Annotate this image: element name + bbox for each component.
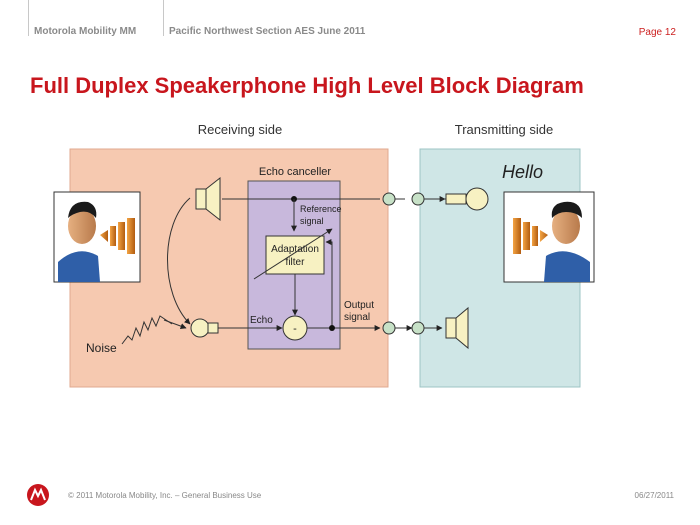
noise-label: Noise bbox=[86, 341, 117, 355]
acoustic-echo-path bbox=[167, 197, 191, 325]
subtractor-symbol: - bbox=[293, 323, 297, 335]
receive-mic-icon bbox=[190, 318, 219, 338]
noise-arrow bbox=[163, 319, 187, 329]
hello-label: Hello bbox=[502, 162, 543, 182]
reference-signal-line1: Reference bbox=[300, 204, 342, 214]
output-tap-dot bbox=[329, 325, 335, 331]
transmit-mic-icon bbox=[445, 187, 489, 211]
adaptation-filter-box bbox=[265, 235, 325, 275]
header-divider-left bbox=[28, 0, 29, 36]
header-divider-middle bbox=[163, 0, 164, 36]
slide-title: Full Duplex Speakerphone High Level Bloc… bbox=[30, 73, 584, 98]
person-right-image bbox=[503, 191, 595, 283]
block-diagram: Receiving side Transmitting side Echo ca… bbox=[53, 122, 595, 388]
person-left-image bbox=[53, 191, 141, 283]
error-feedback-line bbox=[325, 239, 333, 328]
noise-zigzag bbox=[121, 315, 173, 345]
receive-junction-bottom bbox=[382, 321, 396, 335]
output-signal-line2: signal bbox=[344, 312, 370, 323]
echo-canceller-label: Echo canceller bbox=[259, 166, 331, 178]
transmit-node-bottom bbox=[411, 321, 425, 335]
adaptation-adjust-arrow bbox=[253, 228, 333, 280]
transmit-speaker-icon bbox=[445, 306, 469, 350]
header-event: Pacific Northwest Section AES June 2011 bbox=[169, 26, 366, 37]
adaptation-filter-line1: Adaptation bbox=[271, 244, 319, 255]
output-signal-line1: Output bbox=[344, 300, 374, 311]
page-number: Page 12 bbox=[638, 27, 676, 38]
footer-copyright: © 2011 Motorola Mobility, Inc. – General… bbox=[68, 491, 262, 500]
transmitting-side-label: Transmitting side bbox=[455, 122, 554, 137]
footer-date: 06/27/2011 bbox=[634, 491, 674, 500]
header-company: Motorola Mobility MM bbox=[34, 26, 137, 37]
echo-label: Echo bbox=[250, 315, 273, 326]
receive-speaker-icon bbox=[195, 176, 221, 222]
motorola-logo bbox=[27, 484, 49, 506]
receive-junction-top bbox=[382, 192, 396, 206]
transmit-node-top bbox=[411, 192, 425, 206]
reference-signal-line2: signal bbox=[300, 216, 324, 226]
receiving-side-label: Receiving side bbox=[198, 122, 283, 137]
adaptation-filter-line2: filter bbox=[286, 257, 306, 268]
